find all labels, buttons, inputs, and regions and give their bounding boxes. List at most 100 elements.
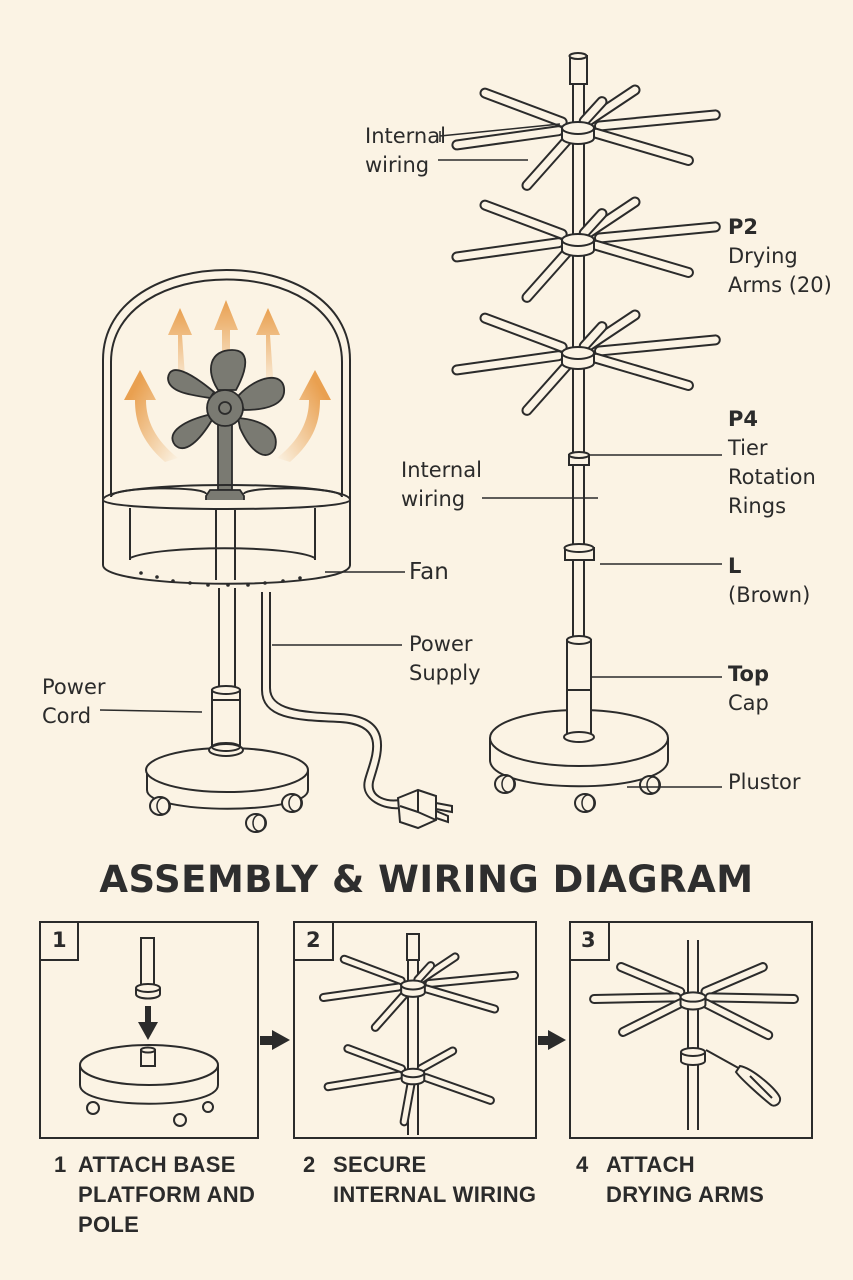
step-panel-number: 3 — [581, 928, 596, 952]
label-line: Cap — [728, 691, 769, 715]
drying-arm — [616, 962, 686, 997]
power-cable — [261, 592, 401, 810]
label-line: Rotation — [728, 465, 816, 489]
drying-rack — [451, 52, 721, 813]
caption-number: 2 — [303, 1152, 316, 1177]
label-p4-tier-rotation-rings: P4 Tier Rotation Rings — [728, 405, 816, 521]
label-fan: Fan — [409, 559, 449, 585]
right-arrow-icon — [260, 1030, 290, 1050]
label-line: Top — [728, 662, 769, 686]
step-panel-number: 2 — [306, 928, 321, 952]
pole — [687, 940, 699, 1130]
step-panels — [39, 921, 813, 1139]
step-panel-number: 1 — [52, 928, 67, 952]
step-panel-2 — [293, 921, 537, 1139]
arm-hub-top — [680, 1047, 706, 1057]
caption-number: 1 — [54, 1152, 67, 1177]
drying-arm — [593, 334, 721, 357]
drying-arm — [416, 1046, 458, 1073]
step-panel-1 — [39, 921, 259, 1139]
top-cap — [406, 933, 420, 961]
caption-line: ATTACH BASE — [78, 1152, 236, 1177]
label-line: Internal — [401, 458, 482, 482]
right-arrow-icon — [538, 1030, 566, 1050]
drying-arm — [421, 1073, 495, 1105]
label-top-cap: Top Cap — [728, 660, 769, 718]
drying-arm — [704, 992, 800, 1005]
drying-arm — [590, 239, 694, 278]
step-caption-3: 4 ATTACH DRYING ARMS — [576, 1150, 765, 1210]
part-code: P2 — [728, 215, 759, 239]
arm-hub-top — [561, 233, 595, 247]
label-line: Internal — [365, 124, 446, 148]
drying-arm — [339, 954, 406, 986]
drying-arm — [593, 109, 721, 132]
label-l-brown: L (Brown) — [728, 552, 810, 610]
drying-arm — [589, 992, 682, 1005]
step-caption-2: 2 SECURE INTERNAL WIRING — [303, 1150, 537, 1210]
drying-arm — [590, 127, 694, 166]
label-plustor: Plustor — [728, 770, 801, 794]
drying-arm — [618, 998, 686, 1037]
label-line: wiring — [401, 487, 466, 511]
fan-unit — [102, 269, 453, 833]
drying-arm — [323, 1070, 404, 1092]
caption-line: POLE — [78, 1212, 140, 1237]
arm-hub-top — [400, 979, 426, 991]
drying-arm — [701, 998, 774, 1041]
leader-lines — [99, 123, 722, 788]
drying-arm — [424, 970, 520, 988]
step-panel-3 — [569, 921, 813, 1139]
arm-hub-top — [561, 346, 595, 360]
part-code: P4 — [728, 407, 759, 431]
label-power-cord: Power Cord — [42, 673, 106, 731]
diagram-title: ASSEMBLY & WIRING DIAGRAM — [99, 858, 754, 901]
label-line: Power — [409, 632, 473, 656]
fan-housing — [102, 500, 351, 585]
label-line: Tier — [728, 436, 768, 460]
drying-arm — [700, 962, 768, 997]
label-line: Power — [42, 675, 106, 699]
label-line: wiring — [365, 153, 430, 177]
label-line: Drying — [728, 244, 798, 268]
caption-number: 4 — [576, 1152, 589, 1177]
label-internal-wiring-top: Internal wiring — [365, 122, 446, 180]
drying-arm — [343, 1044, 407, 1074]
drying-arm — [593, 221, 721, 244]
drying-arm — [399, 1078, 416, 1127]
caption-line: INTERNAL WIRING — [333, 1182, 537, 1207]
caption-line: SECURE — [333, 1152, 427, 1177]
airflow-arrow-icon — [124, 300, 331, 462]
arm-hub-top — [679, 991, 707, 1003]
label-line: Cord — [42, 704, 92, 728]
plug-icon — [396, 788, 453, 830]
label-line: Arms (20) — [728, 273, 832, 297]
drying-arm — [451, 237, 564, 263]
arm-hub-top — [561, 121, 595, 135]
label-internal-wiring-mid: Internal wiring — [401, 456, 482, 514]
label-line: Rings — [728, 494, 787, 518]
drying-arm — [479, 87, 568, 128]
drying-arm — [590, 352, 694, 391]
label-p2-drying-arms: P2 Drying Arms (20) — [728, 213, 832, 300]
caption-line: ATTACH — [606, 1152, 695, 1177]
screwdriver-icon — [705, 1049, 782, 1107]
label-line: Supply — [409, 661, 481, 685]
label-line: (Brown) — [728, 583, 811, 607]
caption-line: PLATFORM AND — [78, 1182, 256, 1207]
label-power-supply: Power Supply — [409, 630, 481, 688]
part-code: L — [728, 554, 742, 578]
fan-icon — [167, 349, 285, 512]
drying-arm — [318, 982, 403, 1003]
drying-arm — [451, 350, 564, 376]
drying-arm — [422, 984, 500, 1014]
step-caption-1: 1 ATTACH BASE PLATFORM AND POLE — [54, 1150, 256, 1240]
arm-hub-top — [400, 1067, 426, 1079]
vent-holes — [139, 571, 302, 587]
caption-line: DRYING ARMS — [606, 1182, 765, 1207]
drying-arm — [479, 199, 568, 240]
drying-arm — [479, 312, 568, 353]
down-arrow-icon — [138, 1006, 158, 1040]
caster-wheel-icon — [86, 1101, 214, 1127]
